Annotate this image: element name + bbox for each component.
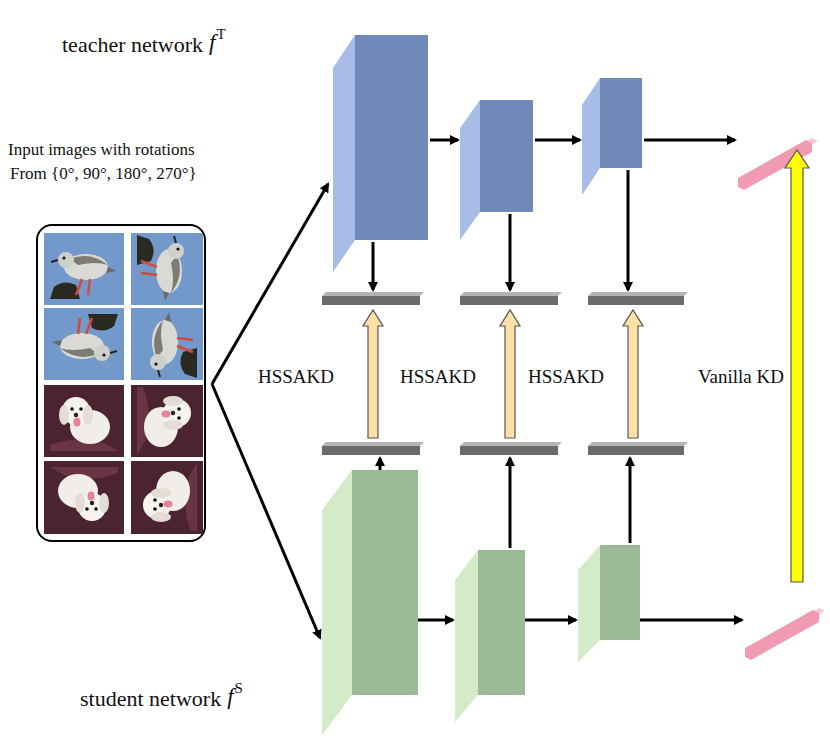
loss-label: Vanilla KD bbox=[698, 366, 784, 388]
feature-bar-top bbox=[322, 292, 424, 296]
feature-bar bbox=[322, 446, 420, 455]
flow-arrow bbox=[640, 619, 742, 622]
teacher-block-side bbox=[582, 78, 600, 195]
input-arrow bbox=[212, 184, 328, 384]
student-block bbox=[600, 545, 640, 640]
teacher-block-side bbox=[460, 100, 480, 240]
bird-image bbox=[137, 235, 184, 301]
loss-label: HSSAKD bbox=[400, 366, 476, 388]
bird-image bbox=[52, 314, 118, 361]
superscript: T bbox=[216, 26, 225, 43]
feature-bar-top bbox=[588, 442, 688, 446]
distill-arrow bbox=[363, 310, 383, 438]
student-block bbox=[352, 470, 418, 695]
image-bg bbox=[131, 308, 203, 380]
feature-arrow bbox=[372, 242, 375, 290]
image-bg bbox=[131, 385, 203, 457]
image-bg bbox=[131, 461, 203, 534]
distill-arrow bbox=[500, 310, 520, 438]
feature-bar bbox=[588, 296, 684, 305]
loss-label: HSSAKD bbox=[528, 366, 604, 388]
math-symbol: f bbox=[209, 30, 215, 56]
flow-arrow bbox=[535, 139, 580, 142]
feature-bar-top bbox=[588, 292, 688, 296]
image-bg bbox=[44, 233, 124, 305]
network-title: teacher network bbox=[62, 32, 203, 57]
flow-arrow bbox=[418, 619, 453, 622]
teacher-block bbox=[600, 78, 642, 168]
input-arrow bbox=[212, 384, 320, 638]
student-block-side bbox=[322, 470, 352, 735]
student-block-side bbox=[578, 545, 600, 662]
network-title: student network bbox=[80, 686, 221, 711]
math-symbol: f bbox=[227, 684, 233, 710]
distill-arrow bbox=[623, 310, 643, 438]
image-bg bbox=[44, 461, 124, 534]
input-panel bbox=[37, 225, 205, 541]
dog-image bbox=[143, 463, 197, 531]
feature-bar bbox=[460, 446, 558, 455]
dog-image bbox=[50, 467, 118, 521]
feature-arrow bbox=[379, 458, 382, 470]
feature-arrow bbox=[629, 458, 632, 543]
output-bar bbox=[745, 610, 819, 660]
feature-bar-top bbox=[460, 442, 562, 446]
flow-arrow bbox=[525, 619, 576, 622]
superscript: S bbox=[235, 680, 243, 697]
dog-image bbox=[50, 397, 118, 451]
vanilla-kd-arrow bbox=[785, 150, 809, 582]
bird-image bbox=[50, 252, 116, 299]
feature-arrow bbox=[627, 170, 630, 290]
dog-image bbox=[137, 387, 191, 455]
image-bg bbox=[131, 233, 203, 305]
feature-bar-top bbox=[460, 292, 562, 296]
bird-image bbox=[150, 312, 197, 378]
feature-bar bbox=[460, 296, 558, 305]
feature-arrow bbox=[509, 458, 512, 548]
flow-arrow bbox=[644, 139, 735, 142]
teacher-block-side bbox=[333, 35, 355, 272]
feature-bar bbox=[322, 296, 420, 305]
image-bg bbox=[44, 308, 124, 380]
teacher-block bbox=[355, 35, 428, 240]
student-block-side bbox=[455, 550, 478, 722]
flow-arrow bbox=[430, 139, 458, 142]
input-caption: From {0°, 90°, 180°, 270°} bbox=[10, 164, 197, 184]
feature-bar-top bbox=[322, 442, 424, 446]
teacher-block bbox=[480, 100, 533, 212]
student-block bbox=[478, 550, 525, 695]
loss-label: HSSAKD bbox=[258, 366, 334, 388]
input-caption: Input images with rotations bbox=[8, 140, 195, 160]
image-bg bbox=[44, 385, 124, 457]
feature-arrow bbox=[509, 214, 512, 290]
feature-bar bbox=[588, 446, 684, 455]
